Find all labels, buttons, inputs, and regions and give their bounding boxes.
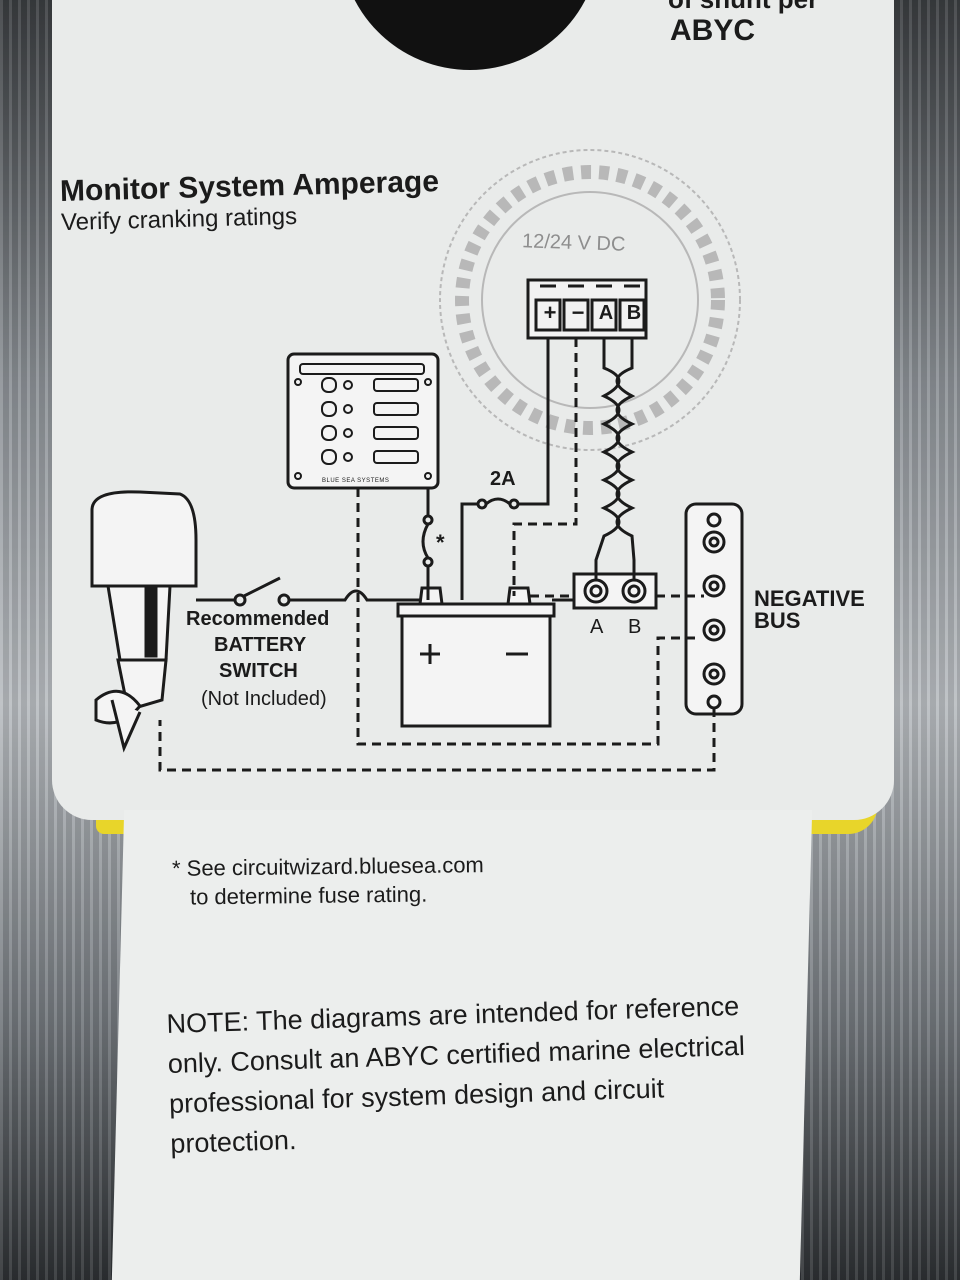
footnote-line2: to determine fuse rating. (189, 881, 428, 910)
switch-label-line4: (Not Included) (201, 688, 327, 710)
shunt-terminal-b: B (628, 616, 642, 638)
meter-terminal-plus: + (543, 300, 557, 325)
meter-terminal-minus: − (571, 300, 585, 325)
switch-label-line3: SWITCH (219, 660, 298, 682)
battery (396, 586, 556, 728)
meter-voltage-label: 12/24 V DC (521, 230, 626, 256)
breaker-panel (286, 352, 440, 490)
negative-wiring (158, 338, 716, 772)
negative-bus (684, 502, 744, 716)
bus-label-line2: BUS (754, 608, 801, 633)
twisted-pair (594, 338, 636, 580)
switch-label-line2: BATTERY (214, 634, 307, 656)
meter-terminal-a: A (598, 302, 614, 324)
fuse-asterisk: * (436, 530, 445, 555)
switch-label-line1: Recommended (186, 608, 330, 630)
fuse-rating-label: 2A (490, 468, 516, 490)
positive-wiring (196, 338, 574, 607)
corner-text-line1: of shunt per (668, 0, 818, 15)
meter-outline (439, 149, 741, 451)
panel-brand: BLUE SEA SYSTEMS (322, 478, 390, 484)
bus-label-line1: NEGATIVE (754, 586, 865, 611)
shunt (572, 572, 658, 610)
meter-terminal-b: B (626, 302, 642, 324)
meter-terminal-block (526, 278, 648, 340)
outboard-engine (90, 490, 198, 753)
shunt-terminal-a: A (590, 616, 604, 638)
corner-text-line2: ABYC (670, 14, 756, 47)
footnote-line1: * See circuitwizard.bluesea.com (171, 852, 484, 881)
disclaimer-note: NOTE: The diagrams are intended for refe… (166, 985, 771, 1164)
